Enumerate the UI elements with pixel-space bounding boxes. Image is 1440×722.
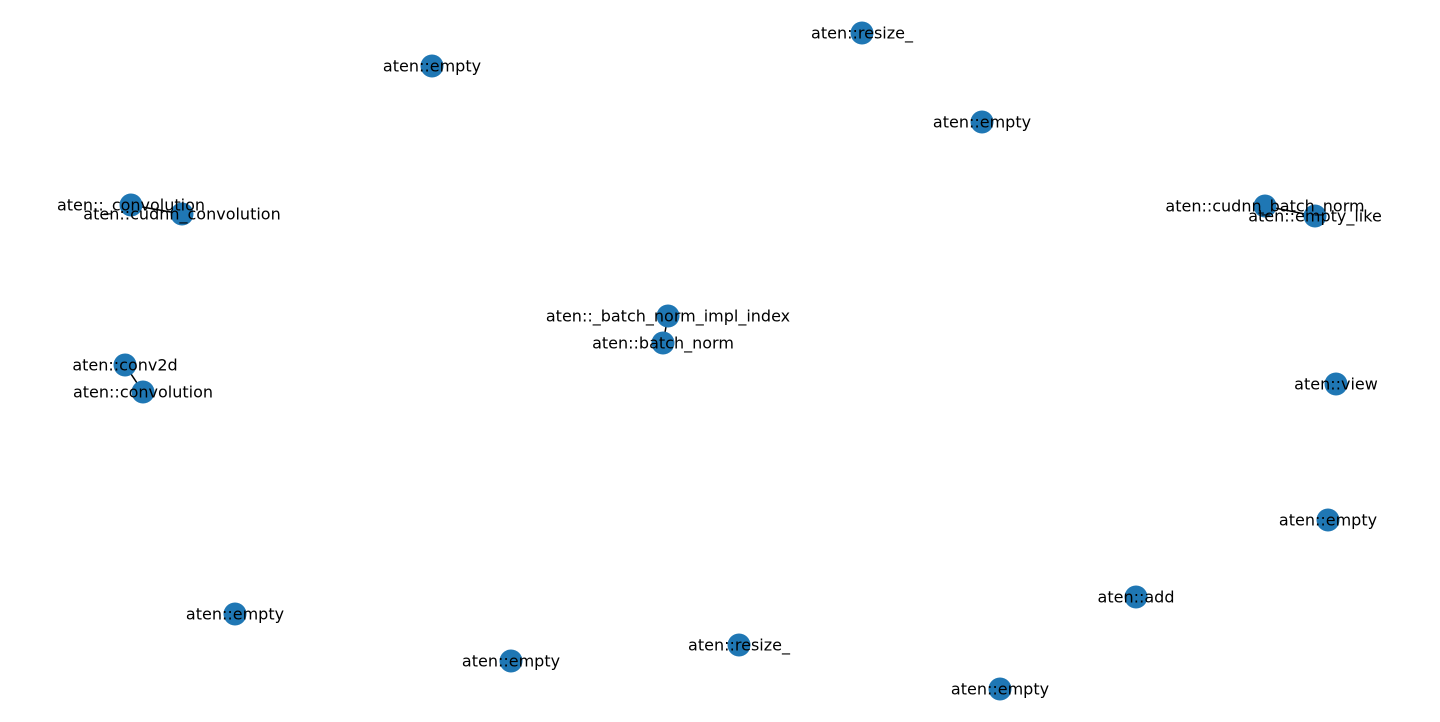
edges-layer [124,204,1316,393]
graph-node-n12[interactable] [1324,372,1348,396]
graph-node-n13[interactable] [1316,508,1340,532]
node-label-n12: aten::view [1294,375,1378,394]
node-label-n5: aten::cudnn_convolution [83,205,280,225]
node-label-n15: aten::empty [186,605,284,624]
node-label-n9: aten::batch_norm [592,334,734,354]
node-label-n3: aten::empty [933,113,1031,132]
graph-node-n11[interactable] [131,380,155,404]
node-label-n10: aten::conv2d [72,356,177,375]
graph-node-n4[interactable] [119,193,143,217]
graph-node-n9[interactable] [651,331,675,355]
graph-node-n8[interactable] [656,304,680,328]
node-label-n13: aten::empty [1279,511,1377,530]
node-label-n7: aten::empty_like [1248,207,1382,227]
node-label-n14: aten::add [1098,588,1175,607]
node-label-n2: aten::resize_ [811,24,914,44]
node-label-n18: aten::empty [951,680,1049,699]
node-label-n11: aten::convolution [73,383,213,402]
graph-node-n17[interactable] [499,649,523,673]
graph-node-n10[interactable] [113,353,137,377]
graph-node-n14[interactable] [1124,585,1148,609]
graph-node-n3[interactable] [970,110,994,134]
graph-node-n7[interactable] [1303,204,1327,228]
node-label-n4: aten::_convolution [57,196,205,216]
graph-node-n16[interactable] [727,633,751,657]
node-label-n16: aten::resize_ [688,636,791,656]
graph-node-n1[interactable] [420,54,444,78]
node-label-n17: aten::empty [462,652,560,671]
node-label-n6: aten::cudnn_batch_norm [1165,197,1364,217]
graph-node-n5[interactable] [170,202,194,226]
graph-node-n15[interactable] [223,602,247,626]
node-label-n8: aten::_batch_norm_impl_index [546,307,790,327]
graph-node-n2[interactable] [850,21,874,45]
node-label-n1: aten::empty [383,57,481,76]
graph-node-n18[interactable] [988,677,1012,701]
labels-layer: aten::emptyaten::resize_aten::emptyaten:… [57,24,1382,699]
graph-node-n6[interactable] [1253,194,1277,218]
nodes-layer [113,21,1348,701]
